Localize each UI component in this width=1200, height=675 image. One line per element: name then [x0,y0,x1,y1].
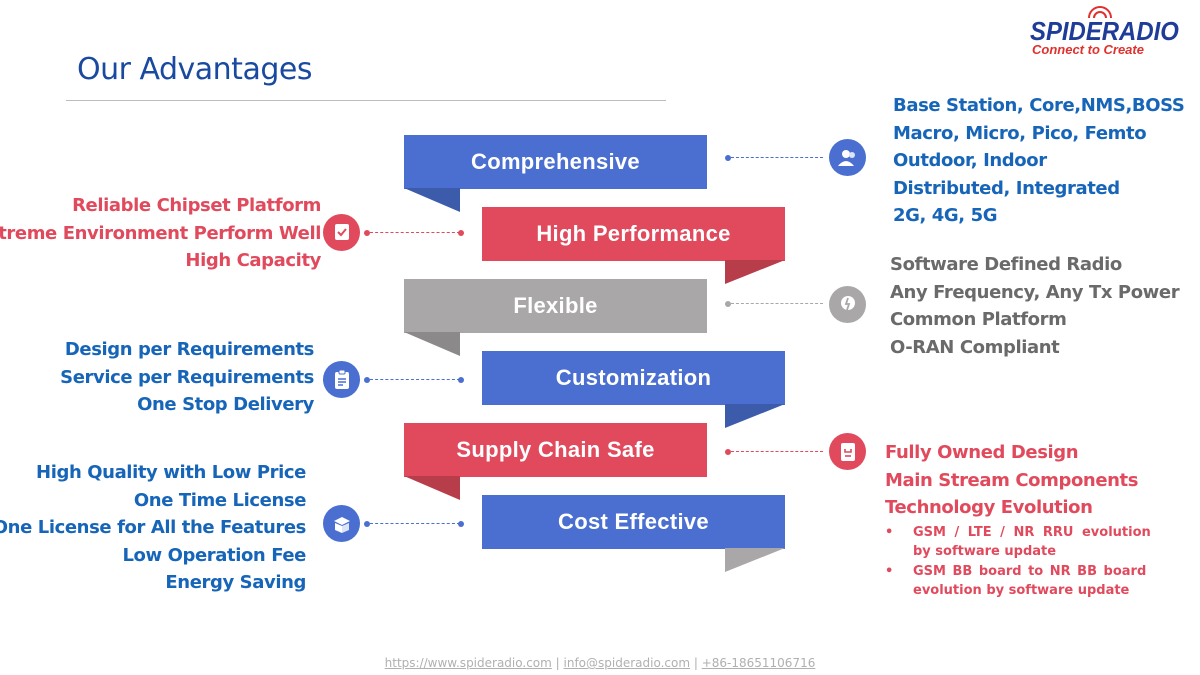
detail-line: 2G, 4G, 5G [893,205,998,226]
detail-line: Reliable Chipset Platform [72,195,321,216]
phone-link[interactable]: +86-18651106716 [701,656,816,670]
connector-line [370,232,460,233]
connector-line [370,379,460,380]
badge-check-icon [323,214,360,251]
customization-details: Design per Requirements Service per Requ… [60,336,314,419]
detail-line: Outdoor, Indoor [893,150,1047,171]
bullet-item: by software update [885,542,1151,562]
ribbon-label: Flexible [513,293,598,318]
brand-logo: SPIDERADIO Connect to Create [1000,6,1196,58]
bullet-text: GSM / LTE / NR RRU evolution [913,524,1151,540]
flexible-details: Software Defined Radio Any Frequency, An… [890,251,1180,361]
connector-dot [364,230,370,236]
users-icon [829,139,866,176]
detail-line: Distributed, Integrated [893,177,1120,199]
connector-dot [725,449,731,455]
bullet-item: •GSM / LTE / NR RRU evolution [885,523,1151,543]
connector-dot [364,377,370,383]
ribbon-label: High Performance [536,221,731,246]
detail-line: One Time License [133,489,307,511]
detail-line: Common Platform [890,309,1067,330]
connector-dot [725,301,731,307]
connector-dot [364,521,370,527]
ribbon-customization: Customization [482,351,785,405]
box-icon [323,505,360,542]
ribbon-fold [725,404,785,428]
logo-wordmark: SPIDERADIO [1030,16,1179,46]
footer-contact: https://www.spideradio.com | info@spider… [0,656,1200,670]
ribbon-cost-effective: Cost Effective [482,495,785,549]
detail-line: Design per Requirements [64,339,315,360]
connector-line [731,451,823,452]
detail-line: Service per Requirements [60,366,314,388]
ribbon-high-performance: High Performance [482,207,785,261]
detail-line: Base Station, Core,NMS,BOSS [893,95,1185,116]
ribbon-label: Customization [555,365,712,390]
detail-line: Any Frequency, Any Tx Power [890,281,1180,303]
website-link[interactable]: https://www.spideradio.com [384,656,552,670]
connector-dot [458,377,464,383]
connector-dot [458,230,464,236]
evolution-bullets: •GSM / LTE / NR RRU evolution by softwar… [885,523,1151,601]
detail-line: Extreme Environment Perform Well [0,222,321,244]
ribbon-fold [404,332,460,356]
detail-line: Fully Owned Design [885,442,1079,463]
comprehensive-details: Base Station, Core,NMS,BOSS Macro, Micro… [893,92,1185,230]
detail-line: Energy Saving [165,572,306,593]
ribbon-fold [404,476,460,500]
detail-line: High Capacity [185,250,321,271]
ribbon-flexible: Flexible [404,279,707,333]
ribbon-label: Supply Chain Safe [456,437,655,462]
footer-separator: | [690,656,702,670]
bullet-text: by software update [913,544,1057,559]
ribbon-label: Comprehensive [471,149,640,174]
logo-tagline: Connect to Create [1032,42,1144,57]
ribbon-supply-chain-safe: Supply Chain Safe [404,423,707,477]
email-link[interactable]: info@spideradio.com [563,656,691,670]
detail-line: Software Defined Radio [890,254,1122,275]
detail-line: Technology Evolution [885,497,1093,518]
high-performance-details: Reliable Chipset Platform Extreme Enviro… [0,192,321,275]
lightbulb-icon [829,286,866,323]
ribbon-label: Cost Effective [558,509,709,534]
detail-line: Macro, Micro, Pico, Femto [893,122,1147,144]
connector-line [731,157,823,158]
connector-dot [725,155,731,161]
radio-waves-icon [1088,6,1112,19]
connector-line [370,523,460,524]
bullet-text: evolution by software update [913,583,1130,598]
ribbon-fold [404,188,460,212]
clipboard-icon [323,361,360,398]
bullet-item: evolution by software update [885,581,1151,601]
page-title: Our Advantages [77,52,312,87]
bullet-item: •GSM BB board to NR BB board [885,562,1151,582]
detail-line: One Stop Delivery [137,394,314,415]
ribbon-fold [725,548,785,572]
title-divider [66,100,666,101]
document-icon [829,433,866,470]
ribbon-comprehensive: Comprehensive [404,135,707,189]
detail-line: O-RAN Compliant [890,336,1060,358]
detail-line: One License for All the Features [0,517,306,538]
detail-line: Main Stream Components [885,469,1139,491]
detail-line: Low Operation Fee [122,544,306,566]
footer-separator: | [551,656,564,670]
bullet-text: GSM BB board to NR BB board [913,563,1147,579]
supply-chain-details: Fully Owned Design Main Stream Component… [885,439,1151,601]
connector-dot [458,521,464,527]
cost-effective-details: High Quality with Low Price One Time Lic… [0,459,306,597]
ribbon-fold [725,260,785,284]
connector-line [731,303,823,304]
detail-line: High Quality with Low Price [36,462,306,483]
